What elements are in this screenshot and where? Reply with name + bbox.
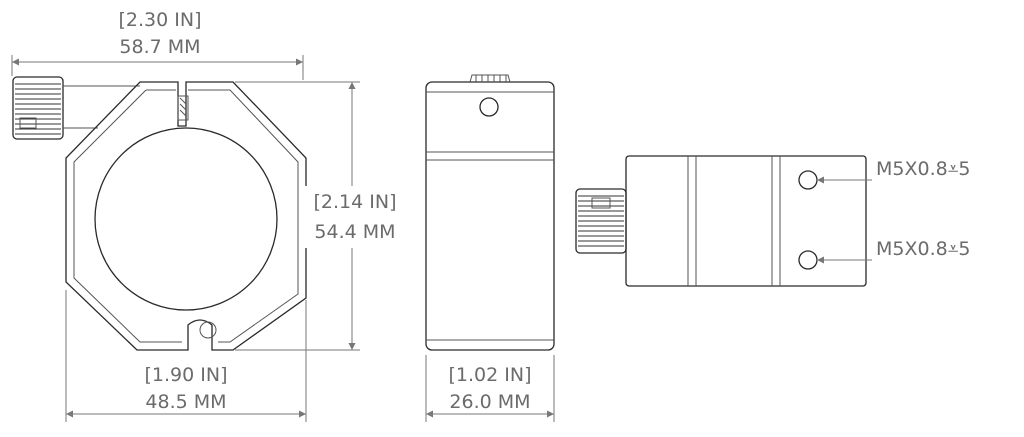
front-view-clamp bbox=[12, 76, 307, 351]
top-view: M5X0.8⩡5 M5X0.8⩡5 bbox=[575, 155, 971, 287]
dim-body-width-mm: 48.5 MM bbox=[145, 391, 226, 413]
tapped-hole-2 bbox=[798, 250, 818, 270]
dim-overall-width-in: [2.30 IN] bbox=[119, 9, 202, 31]
side-view-knob-top bbox=[469, 74, 511, 83]
dim-overall-width: [2.30 IN] 58.7 MM bbox=[11, 9, 304, 80]
dim-body-width-in: [1.90 IN] bbox=[145, 364, 228, 386]
top-view-knob bbox=[575, 188, 627, 254]
hole-callout-2: M5X0.8⩡5 bbox=[876, 238, 971, 260]
tapped-hole-1 bbox=[798, 170, 818, 190]
clamp-bore bbox=[94, 127, 278, 311]
dim-height-in: [2.14 IN] bbox=[314, 191, 397, 213]
hole-callout-1: M5X0.8⩡5 bbox=[876, 158, 971, 180]
dim-height-mm: 54.4 MM bbox=[314, 221, 395, 243]
thumb-screw-knob bbox=[12, 76, 140, 140]
dim-depth-mm: 26.0 MM bbox=[449, 391, 530, 413]
side-view-hole bbox=[479, 97, 499, 117]
dim-height: [2.14 IN] 54.4 MM bbox=[235, 81, 403, 351]
side-view bbox=[425, 74, 555, 351]
dim-depth: [1.02 IN] 26.0 MM bbox=[425, 355, 555, 422]
dim-overall-width-mm: 58.7 MM bbox=[119, 36, 200, 58]
dim-depth-in: [1.02 IN] bbox=[449, 364, 532, 386]
dim-body-width: [1.90 IN] 48.5 MM bbox=[65, 290, 307, 422]
